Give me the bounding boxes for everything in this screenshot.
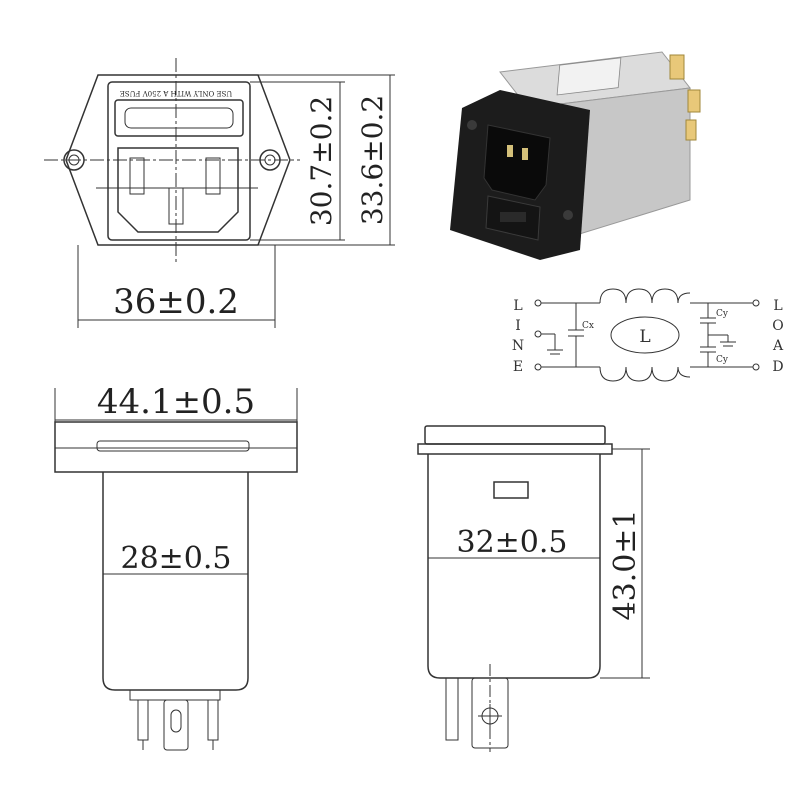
dim-text-32: 32±0.5 bbox=[456, 525, 567, 560]
terminal-bottom bbox=[685, 119, 697, 141]
body-outline-left bbox=[102, 472, 249, 691]
product-photo bbox=[450, 51, 701, 260]
dim-text-43: 43.0±1 bbox=[608, 509, 643, 620]
socket-recess bbox=[483, 124, 551, 201]
top-flange bbox=[417, 443, 613, 455]
dim-text-36: 36±0.2 bbox=[113, 282, 239, 322]
fuse-slot bbox=[124, 107, 234, 129]
terminal-line-l bbox=[534, 299, 542, 307]
terminal-base-left bbox=[129, 689, 221, 701]
bottom-left-view: 44.1±0.5 28±0.5 bbox=[54, 382, 298, 751]
bottom-right-view: 32±0.5 43.0±1 bbox=[417, 425, 650, 752]
terminal-load-n bbox=[752, 363, 760, 371]
terminal-earth-hole bbox=[170, 709, 182, 733]
inductor-bottom-coils bbox=[599, 366, 691, 382]
top-cap bbox=[424, 425, 606, 445]
inductor-label: L bbox=[639, 327, 650, 347]
line-letter-4: E bbox=[513, 359, 523, 375]
photo-pin-left bbox=[507, 145, 513, 157]
cx-label: Cx bbox=[582, 321, 594, 331]
terminal-earth-tab bbox=[163, 699, 189, 751]
terminal-line-n bbox=[534, 363, 542, 371]
circuit-schematic: L I N E L O A D L Cx bbox=[512, 288, 784, 382]
product-label bbox=[556, 57, 622, 96]
pin-left bbox=[129, 157, 145, 195]
pin-right bbox=[205, 157, 221, 195]
photo-pin-right bbox=[522, 148, 528, 160]
dim-text-44: 44.1±0.5 bbox=[97, 382, 255, 422]
terminal-left-1 bbox=[137, 699, 149, 741]
body-outline-right bbox=[427, 454, 601, 679]
inductor-top-coils bbox=[599, 288, 691, 304]
load-letter-4: D bbox=[772, 359, 783, 375]
line-letter-2: I bbox=[515, 318, 521, 334]
load-letter-1: L bbox=[773, 298, 782, 314]
cy-top-label: Cy bbox=[716, 309, 729, 319]
load-letter-2: O bbox=[772, 318, 783, 334]
body-window bbox=[493, 481, 529, 499]
terminal-line-e bbox=[534, 330, 542, 338]
terminal-right-1 bbox=[445, 677, 459, 741]
terminal-load-l bbox=[752, 299, 760, 307]
photo-screw-left bbox=[467, 120, 477, 130]
photo-screw-right bbox=[563, 210, 573, 220]
front-view: USE ONLY WITH A 250V FUSE 30.7±0.2 33.6±… bbox=[44, 58, 395, 328]
flange-outline bbox=[54, 421, 298, 473]
inductor-core bbox=[610, 316, 680, 354]
iec-socket-outline bbox=[117, 147, 239, 233]
fuse-drawer bbox=[114, 99, 244, 137]
dim-text-28: 28±0.5 bbox=[120, 541, 231, 576]
line-letter-1: L bbox=[513, 298, 522, 314]
front-body-outline bbox=[107, 81, 251, 241]
terminal-left-2 bbox=[207, 699, 219, 741]
dim-text-33-6: 33.6±0.2 bbox=[356, 95, 389, 225]
terminal-top bbox=[669, 54, 685, 80]
load-letter-3: A bbox=[772, 338, 784, 354]
photo-fuse-slot bbox=[500, 212, 526, 222]
flange-top-slot bbox=[96, 440, 250, 452]
cy-bottom-label: Cy bbox=[716, 355, 729, 365]
dim-text-30-7: 30.7±0.2 bbox=[305, 96, 338, 226]
line-letter-3: N bbox=[512, 338, 524, 354]
terminal-middle bbox=[687, 89, 701, 113]
